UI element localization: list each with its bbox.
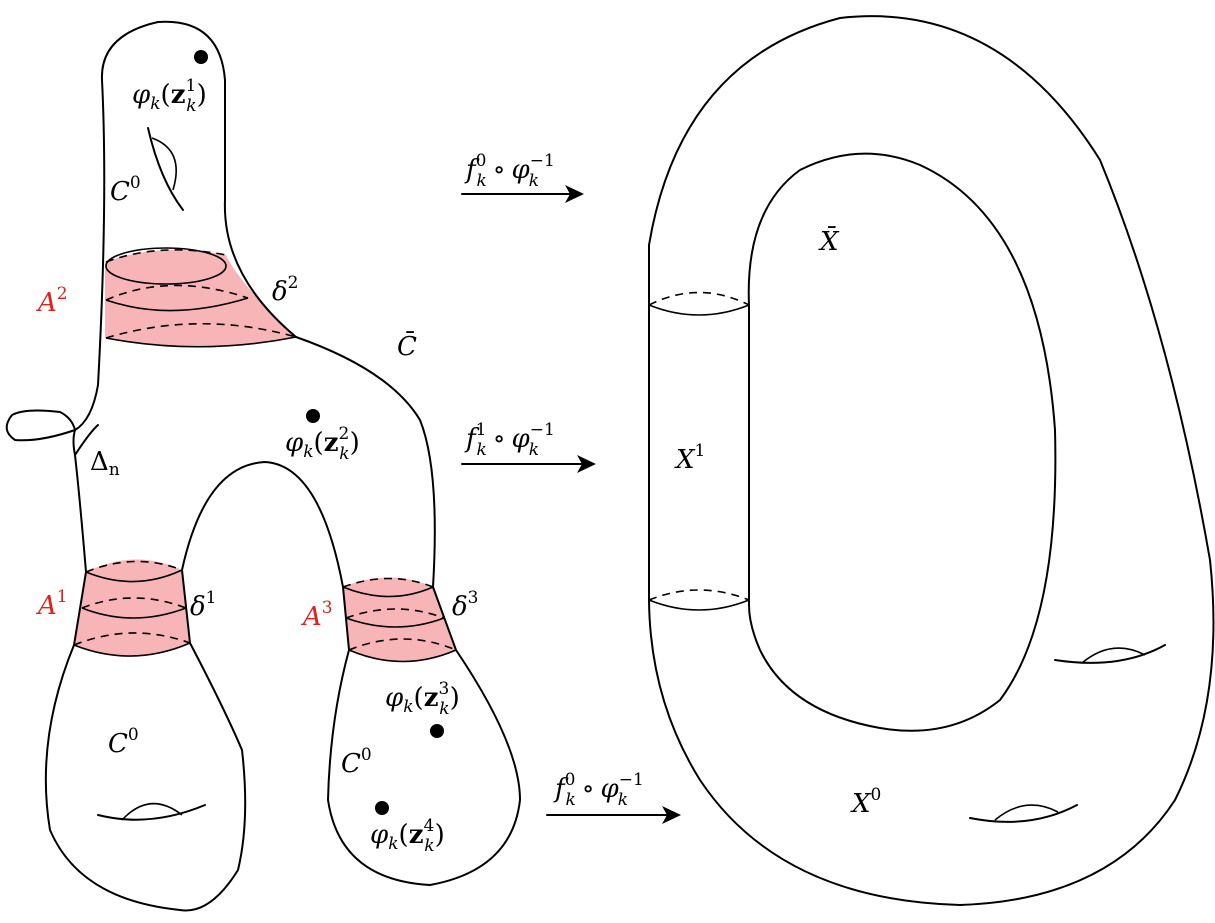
annulus-label-a2: A2 <box>36 284 68 318</box>
annulus-a1-fill <box>74 559 190 657</box>
arrow-middle <box>461 455 596 473</box>
annulus-a1-rims <box>73 560 191 657</box>
annulus-a2-fill <box>105 249 296 347</box>
node-label-delta2: δ2 <box>272 273 298 307</box>
component-label-right: C0 <box>341 745 372 779</box>
node-label-delta1: δ1 <box>190 588 216 622</box>
marked-point-4 <box>375 801 389 815</box>
right-handle-2 <box>969 804 1078 823</box>
component-label-top: C0 <box>110 173 141 207</box>
left-leg-handle <box>97 802 206 821</box>
right-handle-1 <box>1054 644 1166 664</box>
annulus-a2-rims <box>105 247 297 348</box>
right-torus-inner <box>747 152 1057 732</box>
annulus-label-a1: A1 <box>36 587 68 621</box>
marked-points <box>194 50 444 815</box>
piece-label-x1: X1 <box>674 441 705 475</box>
annulus-a3-fill <box>343 577 456 662</box>
node-label-delta3: δ3 <box>452 588 478 622</box>
component-label-left: C0 <box>108 725 139 759</box>
cylinder-x1 <box>648 291 750 611</box>
annulus-a3-rims <box>342 577 457 663</box>
arrow-bottom <box>546 806 681 824</box>
marked-point-2 <box>306 409 320 423</box>
curve-c-bar-outline <box>5 20 521 912</box>
annulus-label-a3: A3 <box>301 598 333 632</box>
piece-label-x0: X0 <box>850 785 881 819</box>
arrow-top <box>461 185 584 203</box>
marked-point-1 <box>194 50 208 64</box>
node-label-delta-n: Δn <box>90 447 120 480</box>
marked-point-3 <box>430 724 444 738</box>
curve-label-c-bar: C̄ <box>397 330 417 362</box>
total-label-x-bar: X̄ <box>818 225 840 257</box>
top-handle <box>147 127 184 211</box>
right-torus-outer <box>648 15 1215 906</box>
